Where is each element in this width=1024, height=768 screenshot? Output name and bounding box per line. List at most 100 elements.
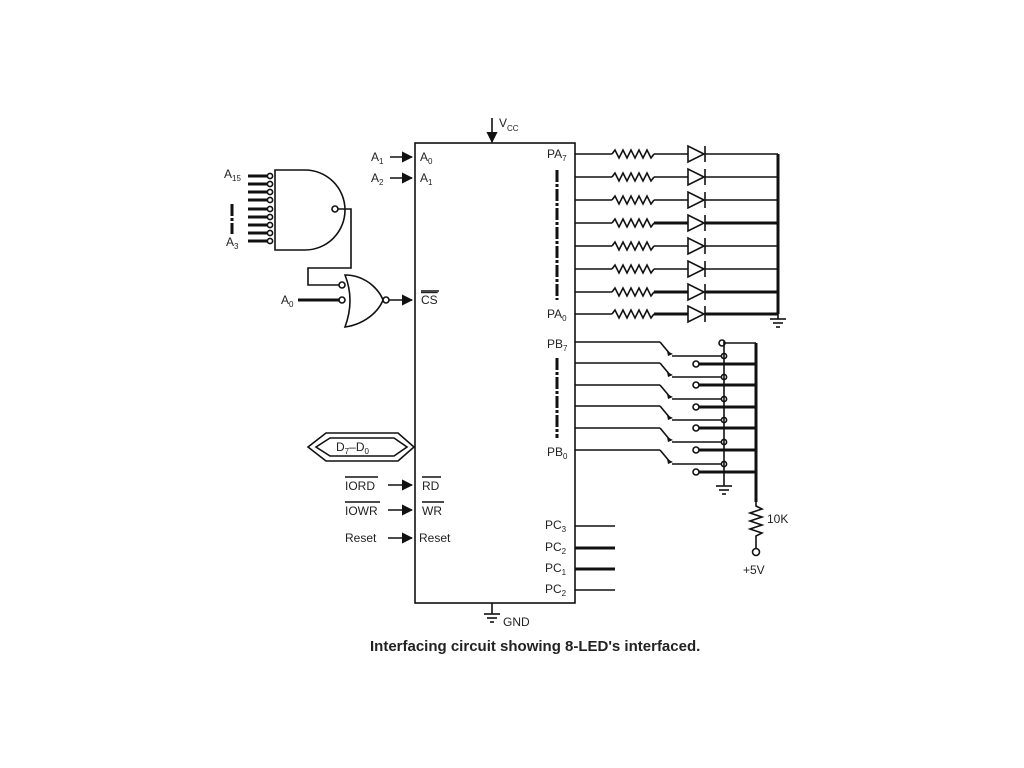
led-diode (687, 259, 706, 279)
led-channel (575, 190, 778, 210)
ppi-chip-body (414, 142, 576, 604)
led-channel (575, 282, 778, 302)
decoder-link-wire (307, 208, 352, 286)
addr-a3-label: A (226, 235, 234, 249)
pullup-value-label: 10K (767, 512, 788, 526)
led-channel (575, 236, 778, 256)
port-b-switch-array: PB7 PB0 (547, 337, 758, 502)
switch-contact (667, 437, 673, 442)
svg-text:D7–D0: D7–D0 (336, 440, 369, 456)
nand-input-bubble (266, 205, 274, 213)
svg-text:PA7: PA7 (547, 147, 567, 163)
addr-a1-label: A (371, 150, 379, 164)
gnd-label: GND (503, 615, 530, 629)
pin-pb7-label: PB (547, 337, 563, 351)
led-channel (575, 259, 778, 279)
gnd-terminal: GND (484, 603, 530, 629)
nand-input-bubble (266, 188, 274, 196)
address-inputs: A1 A0 A2 A1 (371, 150, 433, 187)
switch-channel (575, 405, 756, 432)
switch-contact (667, 351, 673, 356)
addr-a15-label: A (224, 167, 232, 181)
current-limit-resistor (611, 171, 655, 183)
pin-a0-label: A (420, 150, 428, 164)
switch-contact (667, 459, 673, 464)
switch-channel (575, 449, 756, 476)
led-channel (575, 167, 778, 187)
nand-input-bubble (266, 229, 274, 237)
switch-terminal (692, 446, 700, 454)
svg-text:A15: A15 (224, 167, 241, 183)
current-limit-resistor (611, 217, 655, 229)
data-bus-arrow: D7–D0 (306, 432, 416, 462)
pin-reset-label: Reset (419, 531, 451, 545)
switch-terminal (692, 403, 700, 411)
svg-text:PB0: PB0 (547, 445, 568, 461)
led-diode (687, 304, 706, 324)
svg-text:A1: A1 (371, 150, 384, 166)
addr-a2-label: A (371, 171, 379, 185)
switch-contact (667, 372, 673, 377)
pin-pc-label-0: PC (545, 518, 562, 532)
switch-contact (667, 394, 673, 399)
bus-label: D (336, 440, 345, 454)
pin-pb0-label: PB (547, 445, 563, 459)
pin-rd-label: RD (422, 479, 440, 493)
svg-text:A0: A0 (281, 293, 294, 309)
diagram-caption: Interfacing circuit showing 8-LED's inte… (370, 638, 700, 655)
ctrl-reset-label: Reset (345, 531, 377, 545)
led-channel (575, 304, 778, 324)
ctrl-iowr-label: IOWR (345, 504, 378, 518)
pin-cs-label: CS (421, 293, 438, 307)
pin-pc-label-1: PC (545, 540, 562, 554)
switch-contact (667, 415, 673, 420)
port-a-led-array: PA7 PA0 (547, 144, 786, 328)
led-diode (687, 282, 706, 302)
svg-text:A0: A0 (420, 150, 433, 166)
vcc-label-sub: CC (507, 124, 519, 133)
led-diode (687, 213, 706, 233)
switch-channel (575, 384, 756, 411)
port-c-pins: PC3 PC2 PC1 PC2 (545, 518, 615, 598)
svg-text:PC2: PC2 (545, 540, 567, 556)
nand-input-bubble (266, 213, 274, 221)
supply-5v-label: +5V (743, 563, 765, 577)
switch-terminal (692, 360, 700, 368)
pin-pa0-label: PA (547, 307, 562, 321)
current-limit-resistor (611, 263, 655, 275)
ctrl-iord-label: IORD (345, 479, 375, 493)
svg-text:A1: A1 (420, 171, 433, 187)
led-diode (687, 144, 706, 164)
pin-pc-label-3: PC (545, 582, 562, 596)
led-diode (687, 167, 706, 187)
svg-text:A3: A3 (226, 235, 239, 251)
led-channel (575, 213, 778, 233)
control-lines: IORD RD IOWR WR Reset Reset (345, 476, 451, 545)
current-limit-resistor (611, 148, 655, 160)
pin-a1-label: A (420, 171, 428, 185)
svg-text:PA0: PA0 (547, 307, 567, 323)
svg-text:PC2: PC2 (545, 582, 567, 598)
nand-input-bubble (266, 237, 274, 245)
switch-terminal (692, 424, 700, 432)
nand-input-bubble (266, 172, 274, 180)
svg-text:VCC: VCC (499, 116, 519, 133)
nand-input-bubble (266, 180, 274, 188)
pin-pa7-label: PA (547, 147, 562, 161)
led-diode (687, 190, 706, 210)
pin-wr-label: WR (422, 504, 442, 518)
current-limit-resistor (611, 240, 655, 252)
svg-text:PC3: PC3 (545, 518, 567, 534)
svg-text:A2: A2 (371, 171, 384, 187)
nand-input-bubble (266, 196, 274, 204)
led-diode (687, 236, 706, 256)
cs-or-gate: A0 CS (281, 274, 439, 328)
current-limit-resistor (611, 286, 655, 298)
vcc-supply: VCC (486, 116, 519, 144)
svg-text:PC1: PC1 (545, 561, 567, 577)
switch-channel (575, 341, 756, 368)
pullup-resistor: 10K +5V (743, 502, 788, 577)
addr-a0-label: A (281, 293, 289, 307)
nand-input-bubble (266, 221, 274, 229)
